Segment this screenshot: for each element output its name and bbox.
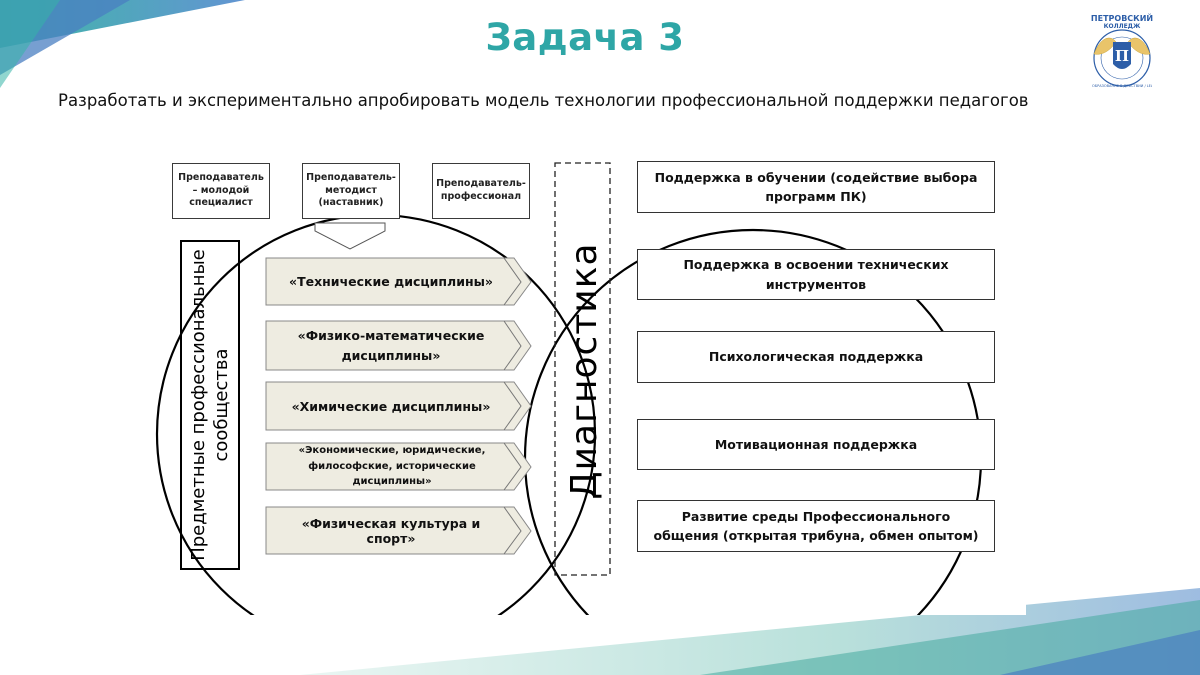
discipline-physmath: «Физико-математические дисциплины» — [297, 327, 485, 363]
diagnostics-label: Диагностика — [563, 242, 605, 500]
logo-ring-text: ОБРАЗОВАНИЕ В ДЕЙСТВИИ / LEARNING BY DOI… — [1092, 84, 1152, 88]
logo-title: ПЕТРОВСКИЙ — [1090, 14, 1154, 23]
discipline-humanities: «Экономические, юридические, философские… — [298, 445, 486, 488]
support-psychological: Психологическая поддержка — [637, 331, 995, 383]
role-young-specialist: Преподаватель – молодой специалист — [172, 163, 270, 219]
discipline-chemical: «Химические дисциплины» — [291, 398, 491, 414]
role-methodist-mentor: Преподаватель-методист (наставник) — [302, 163, 400, 219]
down-chevron-icon — [314, 222, 386, 250]
college-logo: П ПЕТРОВСКИЙ КОЛЛЕДЖ ОБРАЗОВАНИЕ В ДЕЙСТ… — [1082, 12, 1162, 92]
role-professional: Преподаватель-профессионал — [432, 163, 530, 219]
support-motivational: Мотивационная поддержка — [637, 419, 995, 470]
college-crest-icon: П — [1093, 29, 1151, 87]
support-tech-tools: Поддержка в освоении технических инструм… — [637, 249, 995, 300]
discipline-chevrons — [265, 257, 532, 555]
diagram-panel: Преподаватель – молодой специалист Препо… — [148, 123, 1026, 615]
discipline-sports: «Физическая культура и спорт» — [301, 515, 481, 546]
discipline-technical: «Технические дисциплины» — [289, 274, 493, 289]
support-communication: Развитие среды Профессионального общения… — [637, 500, 995, 552]
communities-label: Предметные профессиональные сообщества — [187, 249, 232, 561]
diagnostics-frame — [554, 162, 611, 576]
svg-text:П: П — [1115, 47, 1129, 65]
diagram-shapes — [155, 162, 983, 615]
slide-title: Задача 3 — [485, 16, 685, 59]
communities-frame — [180, 240, 240, 570]
support-learning: Поддержка в обучении (содействие выбора … — [637, 161, 995, 213]
logo-subtitle: КОЛЛЕДЖ — [1103, 23, 1141, 30]
slide-subtitle: Разработать и экспериментально апробиров… — [58, 91, 1029, 110]
